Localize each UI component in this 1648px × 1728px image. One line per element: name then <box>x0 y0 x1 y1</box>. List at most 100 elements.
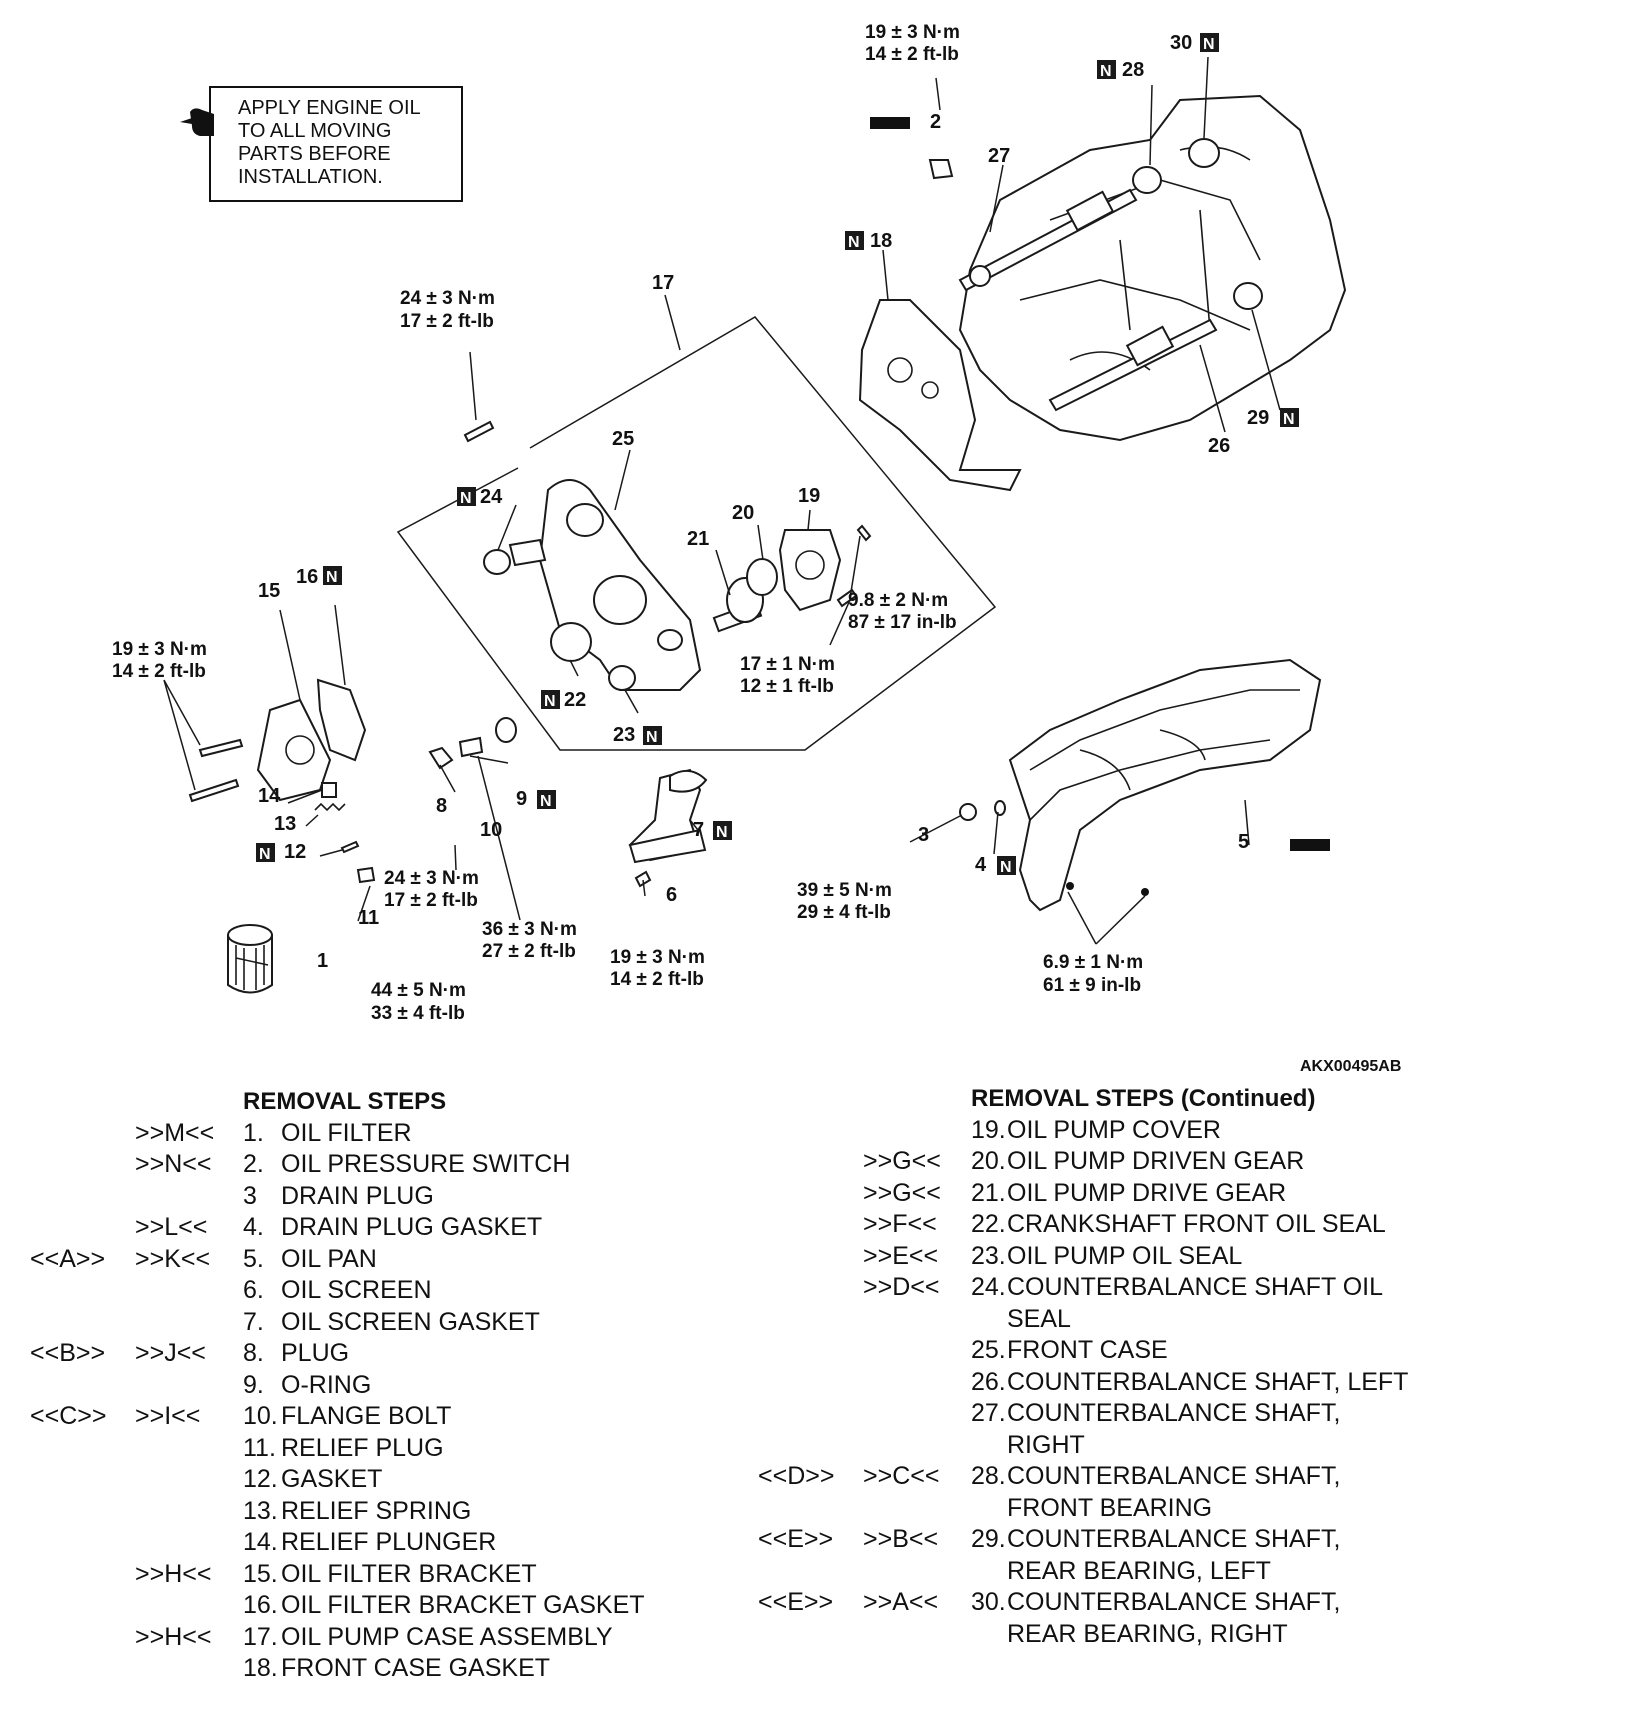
spacer <box>971 1493 1007 1525</box>
bearing-29 <box>1233 282 1263 310</box>
spacer <box>971 1304 1007 1336</box>
spacer <box>758 1430 863 1462</box>
callout-17: 17 <box>652 272 674 294</box>
step-removal-ref: >>J<< <box>135 1339 206 1367</box>
step-install-ref <box>758 1146 863 1178</box>
step-install-ref <box>758 1241 863 1273</box>
spacer <box>863 1430 971 1462</box>
spacer <box>863 1556 971 1588</box>
new-part-mark-16: N <box>323 566 342 586</box>
step-text: REAR BEARING, LEFT <box>1007 1556 1271 1585</box>
svg-text:N: N <box>1000 859 1012 876</box>
bearing-28 <box>1132 166 1162 194</box>
new-part-mark-23: N <box>643 726 662 746</box>
step-install-ref <box>758 1209 863 1241</box>
step-text: OIL FILTER BRACKET GASKET <box>281 1591 645 1619</box>
step-number: 9. <box>243 1370 264 1399</box>
step-text: RELIEF SPRING <box>281 1496 472 1525</box>
step-number: 20. <box>971 1147 1006 1175</box>
spacer <box>863 1304 971 1336</box>
callout-4: 4 <box>975 854 987 876</box>
step-row: 7. OIL SCREEN GASKET <box>30 1307 645 1339</box>
step-text: OIL SCREEN GASKET <box>281 1307 540 1336</box>
step-number: 1. <box>243 1118 264 1147</box>
step-text: OIL PUMP DRIVEN GEAR <box>1007 1147 1305 1175</box>
step-removal-ref: >>I<< <box>135 1402 201 1430</box>
step-text: RIGHT <box>1007 1430 1085 1459</box>
step-install-ref <box>30 1464 135 1496</box>
callout-7: 7 <box>693 819 704 841</box>
step-removal-ref: >>N<< <box>135 1150 212 1178</box>
step-install-ref <box>30 1118 135 1150</box>
oil-screen-bolt <box>634 870 652 888</box>
step-row-continuation: REAR BEARING, LEFT <box>758 1556 1408 1588</box>
step-row: 26.COUNTERBALANCE SHAFT, LEFT <box>758 1367 1408 1399</box>
step-row: >>G<<20.OIL PUMP DRIVEN GEAR <box>758 1146 1408 1178</box>
step-number: 7. <box>243 1307 264 1336</box>
step-row-continuation: FRONT BEARING <box>758 1493 1408 1525</box>
step-removal-ref <box>135 1181 243 1213</box>
figure-code: AKX00495AB <box>1300 1058 1401 1075</box>
new-part-mark-29: N <box>1280 408 1299 428</box>
exploded-view-diagram: APPLY ENGINE OIL TO ALL MOVING PARTS BEF… <box>112 22 1401 1075</box>
step-number: 30. <box>971 1588 1006 1616</box>
step-number: 2. <box>243 1150 264 1178</box>
callouts: 1 2 3 4 5 6 7 8 9 10 11 12 13 14 15 16 1… <box>258 32 1269 972</box>
torque-15-imperial: 14 ± 2 ft-lb <box>112 661 206 682</box>
bracket-bolt-2 <box>188 778 240 803</box>
callout-9: 9 <box>516 788 527 810</box>
oil-pump-case-outline <box>396 316 997 751</box>
callout-8: 8 <box>436 795 447 817</box>
step-text: COUNTERBALANCE SHAFT, <box>1007 1462 1341 1490</box>
step-number: 5. <box>243 1244 264 1273</box>
step-install-ref <box>30 1307 135 1339</box>
callout-27: 27 <box>988 145 1010 167</box>
step-text: COUNTERBALANCE SHAFT, <box>1007 1399 1341 1427</box>
step-install-ref: <<D>> <box>758 1462 835 1490</box>
step-install-ref: <<B>> <box>30 1339 106 1367</box>
step-row: >>L<<4.DRAIN PLUG GASKET <box>30 1212 645 1244</box>
callout-13: 13 <box>274 813 296 835</box>
oil-pan <box>1008 658 1322 912</box>
callout-5: 5 <box>1238 831 1249 853</box>
step-row: 6.OIL SCREEN <box>30 1275 645 1307</box>
callout-22: 22 <box>564 689 586 711</box>
counterbalance-shaft-right <box>958 188 1138 292</box>
torque-17-bolt-metric: 24 ± 3 N·m <box>400 288 495 309</box>
step-removal-ref: >>F<< <box>863 1210 937 1238</box>
step-install-ref <box>758 1367 863 1399</box>
step-removal-ref <box>863 1115 971 1147</box>
torque-2-metric: 19 ± 3 N·m <box>865 22 960 43</box>
oil-pump-oil-seal <box>608 665 636 691</box>
spacer <box>971 1556 1007 1588</box>
svg-text:N: N <box>1203 36 1215 53</box>
flange-bolt-10 <box>458 736 484 758</box>
step-text: OIL PUMP CASE ASSEMBLY <box>281 1622 613 1651</box>
torque-3-imperial: 29 ± 4 ft-lb <box>797 902 891 923</box>
step-text: DRAIN PLUG GASKET <box>281 1213 543 1241</box>
callout-11: 11 <box>358 907 379 929</box>
torque-15-metric: 19 ± 3 N·m <box>112 639 207 660</box>
step-install-ref: <<E>> <box>758 1588 834 1616</box>
step-text: SEAL <box>1007 1304 1071 1333</box>
oil-filter-bracket <box>256 698 332 802</box>
step-number: 8. <box>243 1339 264 1367</box>
callout-14: 14 <box>258 785 281 807</box>
step-install-ref <box>30 1275 135 1307</box>
callout-16: 16 <box>296 566 318 588</box>
callout-2: 2 <box>930 111 941 133</box>
new-part-mark-18: N <box>845 231 864 251</box>
new-part-mark-12: N <box>256 843 275 863</box>
callout-23: 23 <box>613 724 635 746</box>
relief-gasket <box>340 840 360 854</box>
step-number: 26. <box>971 1367 1006 1396</box>
step-text: GASKET <box>281 1465 383 1493</box>
case-bolt <box>463 420 495 443</box>
step-removal-ref <box>135 1590 243 1622</box>
step-number: 19. <box>971 1115 1006 1144</box>
step-removal-ref: >>M<< <box>135 1118 215 1147</box>
spacer <box>758 1304 863 1336</box>
relief-spring <box>314 802 346 812</box>
torque-labels: 19 ± 3 N·m 14 ± 2 ft-lb 24 ± 3 N·m 17 ± … <box>112 22 1143 1024</box>
step-row-continuation: REAR BEARING, RIGHT <box>758 1619 1408 1651</box>
